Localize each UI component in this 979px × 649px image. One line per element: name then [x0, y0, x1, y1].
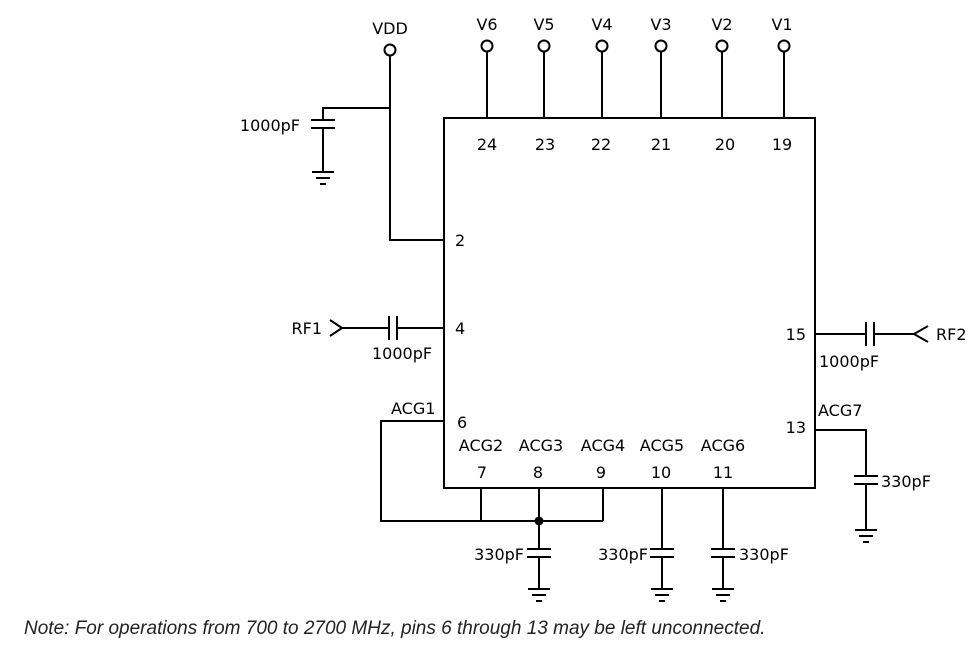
v5-label: V5: [533, 15, 554, 34]
pin-10: 10: [651, 463, 671, 482]
v3-label: V3: [650, 15, 671, 34]
pin-8: 8: [533, 463, 543, 482]
pin-9: 9: [596, 463, 606, 482]
v2-label: V2: [711, 15, 732, 34]
rf2-net: [815, 322, 929, 346]
acg7-net: [815, 429, 878, 543]
rf1-cap-label: 1000pF: [372, 344, 432, 363]
acg-common-cap-label: 330pF: [474, 545, 524, 564]
v1-label: V1: [771, 15, 792, 34]
pin-11: 11: [713, 463, 733, 482]
vdd-label: VDD: [372, 19, 408, 38]
pin-2: 2: [455, 231, 465, 250]
acg6-cap-label: 330pF: [739, 545, 789, 564]
pin-19: 19: [772, 135, 792, 154]
pin-6: 6: [457, 413, 467, 432]
footnote: Note: For operations from 700 to 2700 MH…: [24, 618, 766, 639]
acg1-net: [380, 420, 603, 522]
rf2-label: RF2: [936, 325, 967, 344]
pin-7: 7: [477, 463, 487, 482]
pin-23: 23: [535, 135, 555, 154]
rf2-cap-label: 1000pF: [819, 352, 879, 371]
acg3-label: ACG3: [519, 436, 563, 455]
v6-label: V6: [476, 15, 497, 34]
acg4-label: ACG4: [581, 436, 625, 455]
rf1-net: [329, 316, 444, 340]
pin-15: 15: [786, 325, 806, 344]
pin-22: 22: [591, 135, 611, 154]
acg7-cap-label: 330pF: [881, 472, 931, 491]
top-supply-pins: [480, 39, 791, 118]
pin-21: 21: [651, 135, 671, 154]
acg5-net: [650, 488, 674, 602]
vdd-net: [311, 43, 444, 241]
rf1-label: RF1: [292, 319, 323, 338]
acg5-label: ACG5: [640, 436, 684, 455]
pin-13: 13: [786, 418, 806, 437]
vdd-cap-label: 1000pF: [240, 116, 300, 135]
ic-body: [443, 117, 816, 489]
acg7-label: ACG7: [818, 401, 862, 420]
acg5-cap-label: 330pF: [598, 545, 648, 564]
acg6-label: ACG6: [701, 436, 745, 455]
acg6-net: [711, 488, 735, 602]
pin-4: 4: [455, 319, 465, 338]
pin-20: 20: [715, 135, 735, 154]
pin-24: 24: [477, 135, 497, 154]
acg-common-net: [480, 488, 604, 602]
acg1-label: ACG1: [391, 399, 435, 418]
acg2-label: ACG2: [459, 436, 503, 455]
v4-label: V4: [591, 15, 612, 34]
